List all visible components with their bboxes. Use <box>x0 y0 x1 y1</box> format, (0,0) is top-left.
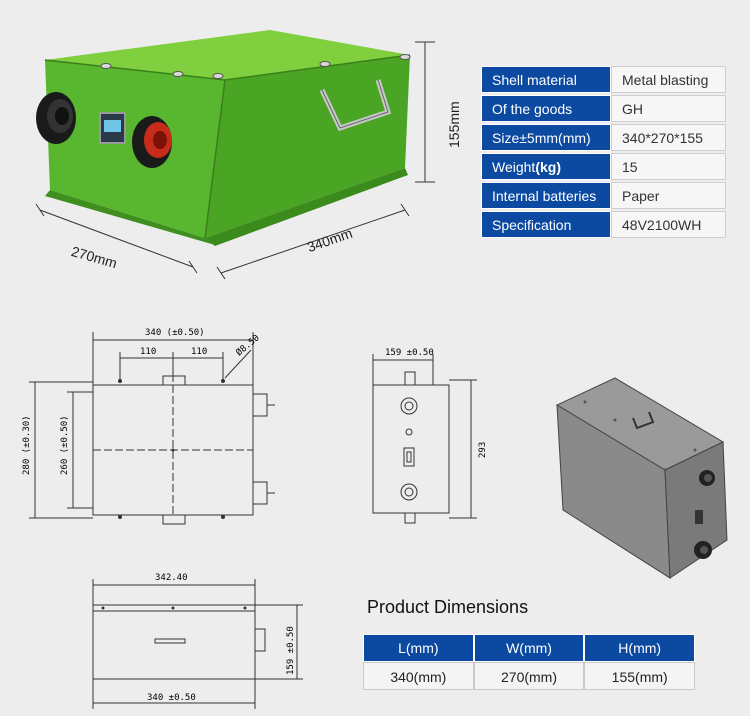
side-view-drawing: 159 ±0.50 293 <box>372 348 488 524</box>
front-view-drawing: 342.40 159 ±0.50 340 ±0.50 <box>92 573 303 709</box>
spec-value: 340*270*155 <box>611 124 726 151</box>
dim-inner-height: 260 (±0.50) <box>60 415 70 475</box>
spec-row: Specification 48V2100WH <box>481 211 726 238</box>
dim-front-width: 342.40 <box>155 573 188 583</box>
dim-side-height: 293 <box>478 442 488 458</box>
dim-side-width: 159 ±0.50 <box>385 348 434 358</box>
dim-header: W(mm) <box>473 634 585 662</box>
dim-front-height: 159 ±0.50 <box>286 626 296 675</box>
spec-value: Paper <box>611 182 726 209</box>
dim-hole-a: 110 <box>140 347 156 357</box>
spec-key: Of the goods <box>481 95 611 122</box>
battery-product-image <box>35 30 435 280</box>
spec-value: Metal blasting <box>611 66 726 93</box>
spec-table: Shell material Metal blasting Of the goo… <box>481 66 726 240</box>
dim-value: 270(mm) <box>473 662 585 690</box>
dim-label-155: 155mm <box>446 101 462 148</box>
spec-row: Shell material Metal blasting <box>481 66 726 93</box>
spec-key-plain: Weight <box>492 159 536 175</box>
dim-outer-height: 280 (±0.30) <box>22 415 32 475</box>
spec-key-bold: (kg) <box>535 159 561 175</box>
spec-value: 48V2100WH <box>611 211 726 238</box>
spec-key: Specification <box>481 211 611 238</box>
dim-front-bottom: 340 ±0.50 <box>147 693 196 703</box>
spec-key: Weight(kg) <box>481 153 611 180</box>
dim-hole-b: 110 <box>191 347 207 357</box>
dim-hole-dia: Ø8.50 <box>234 332 262 358</box>
dim-header: H(mm) <box>584 634 696 662</box>
product-dimensions-title: Product Dimensions <box>367 597 529 617</box>
spec-value: GH <box>611 95 726 122</box>
top-view-drawing: 340 (±0.50) 110 110 Ø8.50 280 (±0.30) 26… <box>22 328 275 525</box>
spec-row: Of the goods GH <box>481 95 726 122</box>
dim-top-width: 340 (±0.50) <box>145 328 205 338</box>
spec-row: Weight(kg) 15 <box>481 153 726 180</box>
spec-row: Size±5mm(mm) 340*270*155 <box>481 124 726 151</box>
dim-header-row: L(mm) W(mm) H(mm) <box>363 634 696 662</box>
product-dimensions-table: L(mm) W(mm) H(mm) 340(mm) 270(mm) 155(mm… <box>363 634 696 690</box>
spec-key: Internal batteries <box>481 182 611 209</box>
spec-value: 15 <box>611 153 726 180</box>
spec-row: Internal batteries Paper <box>481 182 726 209</box>
dim-value: 155(mm) <box>584 662 696 690</box>
dim-header: L(mm) <box>363 634 474 662</box>
battery-3d-render <box>555 377 728 579</box>
spec-key: Size±5mm(mm) <box>481 124 611 151</box>
spec-key: Shell material <box>481 66 611 93</box>
dim-value-row: 340(mm) 270(mm) 155(mm) <box>363 662 696 690</box>
dim-value: 340(mm) <box>363 662 474 690</box>
